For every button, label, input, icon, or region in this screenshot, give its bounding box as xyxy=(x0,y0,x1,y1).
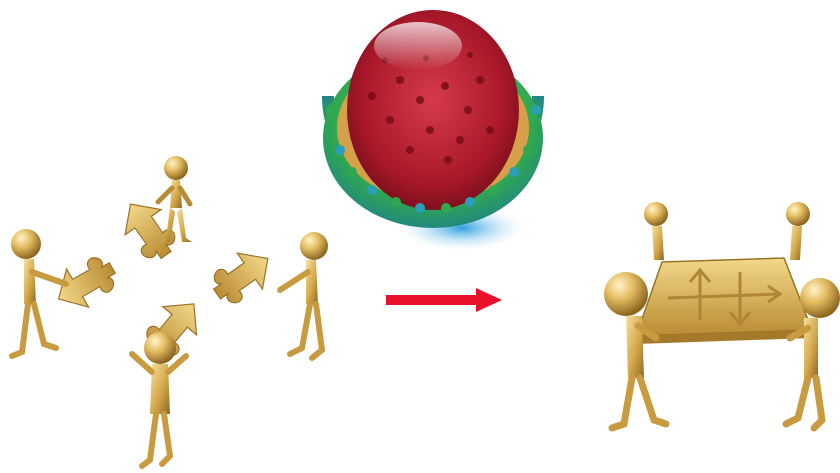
right-arrow-icon xyxy=(386,288,502,312)
figure-left xyxy=(11,229,66,356)
puzzle-arrow-piece-right xyxy=(204,240,280,312)
liposome-nanoparticle-icon xyxy=(322,10,544,250)
liposome-gloss xyxy=(374,22,462,70)
figure-top xyxy=(158,156,192,242)
figure-back-left xyxy=(644,202,668,260)
team-assembling-puzzle-arrows-icon xyxy=(11,156,328,466)
figure-back-right xyxy=(786,202,810,260)
figure-right xyxy=(280,232,328,358)
team-holding-assembled-puzzle-icon xyxy=(604,202,840,428)
